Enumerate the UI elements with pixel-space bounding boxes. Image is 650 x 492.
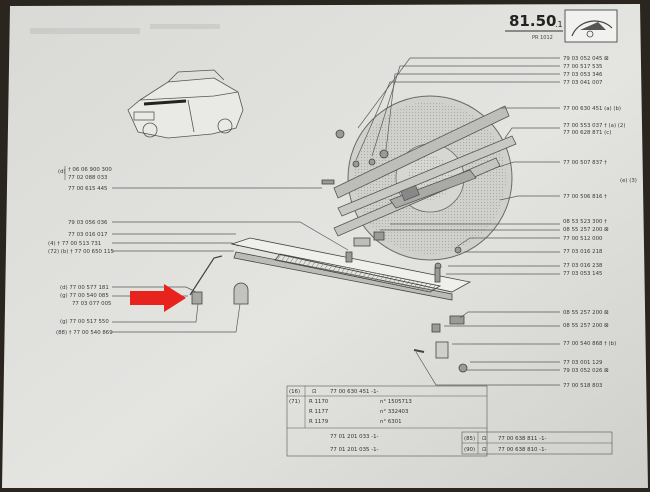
page-suffix: .1	[555, 20, 563, 29]
part-label: 77 00 507 837 †	[563, 160, 607, 166]
part-label: (88) † 77 00 540 869	[56, 330, 113, 336]
table-cell: 77 00 630 451 -1-	[330, 389, 379, 395]
part-label: 79 03 052 026 ⊠	[563, 368, 609, 374]
part-labels-right: 79 03 052 045 ⊠ 77 00 517 535 77 03 053 …	[563, 56, 637, 389]
leader-lines-right	[355, 57, 560, 386]
part-label: 77 00 506 816 †	[563, 194, 607, 200]
table-cell: ⊡	[312, 389, 317, 395]
table-cell: ⊡	[482, 447, 487, 453]
part-label: (d) 77 00 577 181	[60, 285, 109, 291]
part-label: 79 03 052 045 ⊠	[563, 56, 609, 62]
part-label: 77 03 041 007	[563, 80, 602, 86]
table-cell: R 1179	[309, 419, 329, 425]
table-footer: 77 01 201 035 -1-	[330, 447, 379, 453]
part-label: 77 03 016 017	[68, 232, 107, 238]
part-label: 77 00 540 868 † (b)	[563, 341, 616, 347]
part-label: (g) 77 00 517 550	[60, 319, 109, 325]
table-cell: n° 6301	[380, 419, 402, 425]
part-label: 77 03 077 005	[72, 301, 111, 307]
part-label: 08 53 523 300 †	[563, 219, 607, 225]
table-footer: 77 01 201 033 -1-	[330, 434, 379, 440]
part-label: (e) (3)	[620, 178, 637, 184]
part-label: 79 03 056 036	[68, 220, 108, 226]
part-label: 77 00 553 037 † (a) (2)	[563, 123, 625, 129]
red-arrow-icon	[130, 284, 186, 312]
car-illustration	[127, 69, 244, 139]
table-cell: (90)	[464, 447, 475, 453]
strap-assembly	[333, 105, 517, 237]
part-labels-left: (d) † 06 06 900 300 77 02 088 033 77 00 …	[48, 166, 114, 336]
table-cell: ⊡	[482, 436, 487, 442]
part-label: 77 03 016 238	[563, 263, 603, 269]
part-label: 77 00 517 535	[563, 64, 602, 70]
table-cell: 77 00 638 811 -1-	[498, 436, 547, 442]
table-cell: R 1170	[309, 399, 329, 405]
page-header: 81.50 .1 PR 1012	[505, 9, 618, 43]
ghost-text	[30, 24, 220, 34]
bottom-table: (16) ⊡ 77 00 630 451 -1- (71) R 1170 n° …	[286, 385, 488, 457]
part-label: † 06 06 900 300	[68, 167, 112, 173]
part-label: 08 55 257 200 ⊠	[563, 323, 609, 329]
table-cell: n° 332403	[380, 409, 408, 415]
table-cell: (71)	[289, 399, 300, 405]
part-label: 77 00 630 451 (a) (b)	[563, 106, 621, 112]
table-cell: (85)	[464, 436, 475, 442]
page-code: PR 1012	[532, 35, 553, 41]
part-label: 77 00 628 871 (c)	[563, 130, 611, 136]
part-label: 77 00 615 445	[68, 186, 107, 192]
part-label: 77 00 518 803	[563, 383, 602, 389]
part-label: 77 02 088 033	[68, 175, 107, 181]
part-label: 77 00 512 000	[563, 236, 603, 242]
part-label: (g) 77 00 540 085	[60, 293, 109, 299]
table-cell: R 1177	[309, 409, 328, 415]
part-label: (4) † 77 00 513 731	[48, 241, 101, 247]
table-cell: (16)	[289, 389, 300, 395]
part-label: (72) (b) † 77 00 650 115	[48, 249, 114, 255]
table-cell: n° 1505713	[380, 399, 412, 405]
right-table: (85) ⊡ 77 00 638 811 -1- (90) ⊡ 77 00 63…	[461, 431, 613, 455]
part-label: 77 03 016 218	[563, 249, 603, 255]
table-cell: 77 00 638 810 -1-	[498, 447, 547, 453]
page-number: 81.50	[509, 12, 556, 30]
part-label-tag: (d)	[58, 169, 66, 175]
part-label: 08 55 257 200 ⊠	[563, 310, 609, 316]
part-label: 77 03 053 145	[563, 271, 602, 277]
part-label: 77 03 001 129	[563, 360, 603, 366]
part-label: 77 03 053 346	[563, 72, 603, 78]
tray-panel	[230, 237, 472, 301]
hardware-parts	[189, 129, 468, 373]
part-label: 08 55 257 200 ⊠	[563, 227, 609, 233]
